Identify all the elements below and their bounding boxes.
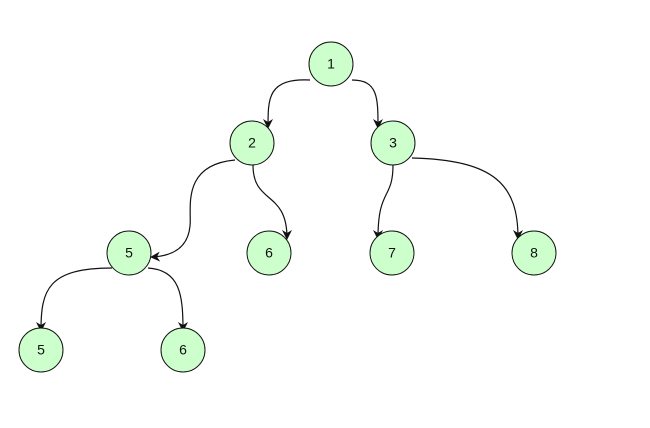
- edge-1-to-3: [351, 79, 383, 129]
- node-circle: [246, 230, 292, 276]
- tree-node: 6: [160, 327, 206, 373]
- node-circle: [511, 230, 557, 276]
- edge-1-to-2: [263, 79, 311, 129]
- node-label: 5: [125, 245, 133, 261]
- node-label: 3: [389, 135, 397, 151]
- edge-3-to-8: [411, 157, 523, 240]
- node-label: 6: [265, 245, 273, 261]
- edge-2-to-5: [150, 159, 236, 262]
- tree-node: 5: [18, 327, 64, 373]
- node-circle: [308, 41, 354, 87]
- node-label: 8: [530, 245, 538, 261]
- tree-node: 3: [370, 120, 416, 166]
- node-label: 1: [327, 56, 335, 72]
- node-circle: [106, 230, 152, 276]
- node-label: 6: [179, 342, 187, 358]
- node-circle: [229, 120, 275, 166]
- tree-node: 1: [308, 41, 354, 87]
- node-circle: [18, 327, 64, 373]
- node-circle: [370, 120, 416, 166]
- tree-node: 2: [229, 120, 275, 166]
- node-circle: [160, 327, 206, 373]
- tree-node: 7: [369, 230, 415, 276]
- node-circle: [369, 230, 415, 276]
- edge-3-to-7: [373, 164, 394, 240]
- edge-2-to-6: [252, 164, 292, 240]
- edge-5-to-5: [36, 267, 113, 332]
- tree-node: 8: [511, 230, 557, 276]
- node-label: 5: [37, 342, 45, 358]
- tree-node: 6: [246, 230, 292, 276]
- tree-node: 5: [106, 230, 152, 276]
- node-label: 7: [388, 245, 396, 261]
- edge-5-to-6: [147, 267, 188, 332]
- node-label: 2: [248, 135, 256, 151]
